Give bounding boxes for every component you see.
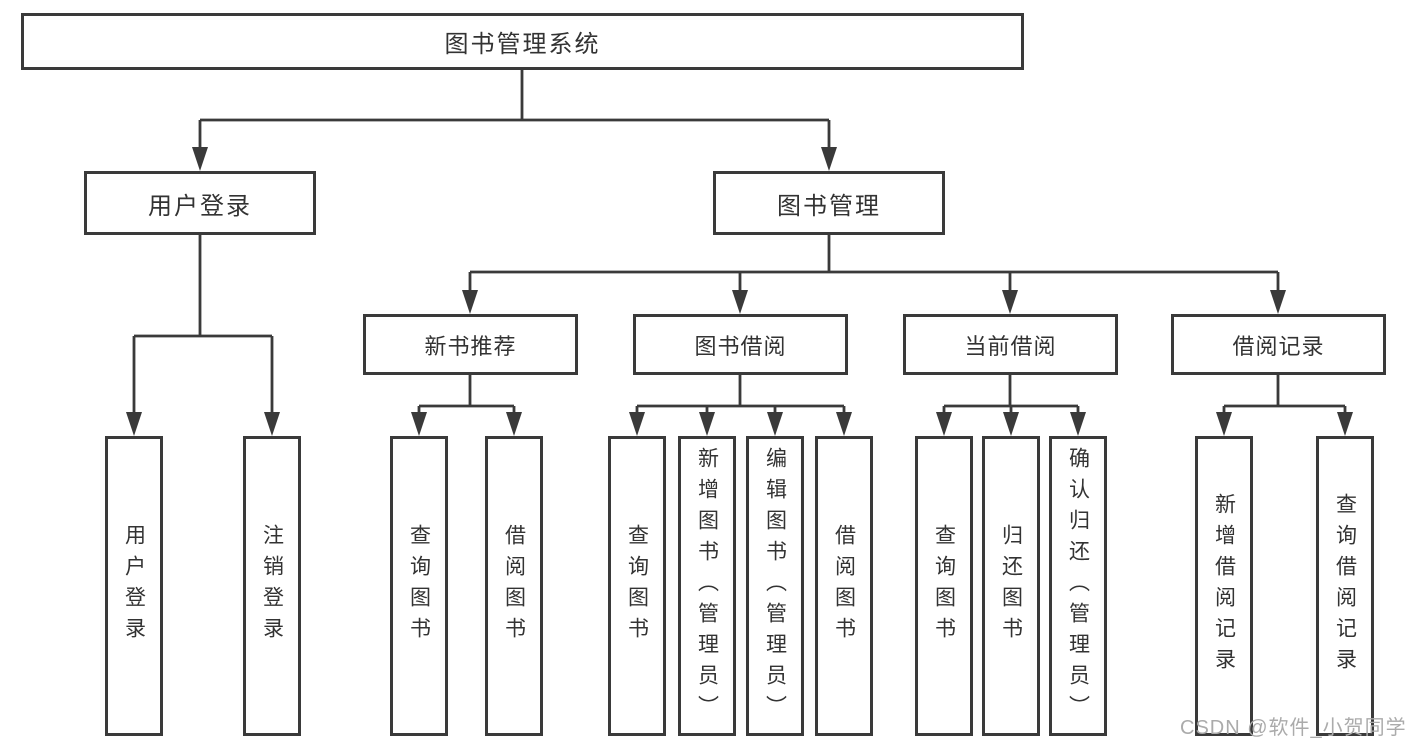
leaf-borrow-book: 借阅图书 [815, 436, 873, 736]
leaf-borrow-book-recommend: 借阅图书 [485, 436, 543, 736]
leaf-add-borrow-record: 新增借阅记录 [1195, 436, 1253, 736]
connector-currentborrow-to-leaves [942, 375, 1080, 412]
node-root-label: 图书管理系统 [444, 31, 601, 58]
leaf-edit-book-admin: 编辑图书（管理员） [746, 436, 804, 736]
node-root-system: 图书管理系统 [21, 13, 1024, 70]
leaf-query-borrow-record: 查询借阅记录 [1316, 436, 1374, 736]
node-current-borrow-label: 当前借阅 [964, 333, 1057, 359]
arrowhead-icons [126, 147, 1353, 436]
leaf-user-login: 用户登录 [105, 436, 163, 736]
connector-newbook-to-leaves [417, 375, 516, 412]
connector-root-to-level2 [198, 70, 831, 147]
node-book-borrow: 图书借阅 [633, 314, 848, 375]
node-user-login-label: 用户登录 [148, 192, 252, 220]
node-book-management: 图书管理 [713, 171, 945, 235]
leaf-add-book-admin: 新增图书（管理员） [678, 436, 736, 736]
leaf-confirm-return-admin: 确认归还（管理员） [1049, 436, 1107, 736]
node-book-management-label: 图书管理 [777, 192, 881, 220]
leaf-query-book-current: 查询图书 [915, 436, 973, 736]
node-new-book-recommend-label: 新书推荐 [424, 333, 517, 359]
node-book-borrow-label: 图书借阅 [694, 333, 787, 359]
watermark-text: CSDN @软件_小贺同学 [1180, 717, 1405, 739]
connector-records-to-leaves [1222, 375, 1347, 412]
connector-bookmgmt-to-level3 [468, 235, 1280, 290]
node-user-login: 用户登录 [84, 171, 316, 235]
connector-bookborrow-to-leaves [635, 375, 846, 412]
node-borrow-records-label: 借阅记录 [1232, 333, 1325, 359]
leaf-query-book-borrow: 查询图书 [608, 436, 666, 736]
node-current-borrow: 当前借阅 [903, 314, 1118, 375]
leaf-return-book: 归还图书 [982, 436, 1040, 736]
node-new-book-recommend: 新书推荐 [363, 314, 578, 375]
leaf-logout: 注销登录 [243, 436, 301, 736]
connector-userlogin-to-leaves [132, 235, 274, 412]
node-borrow-records: 借阅记录 [1171, 314, 1386, 375]
leaf-query-book-recommend: 查询图书 [390, 436, 448, 736]
